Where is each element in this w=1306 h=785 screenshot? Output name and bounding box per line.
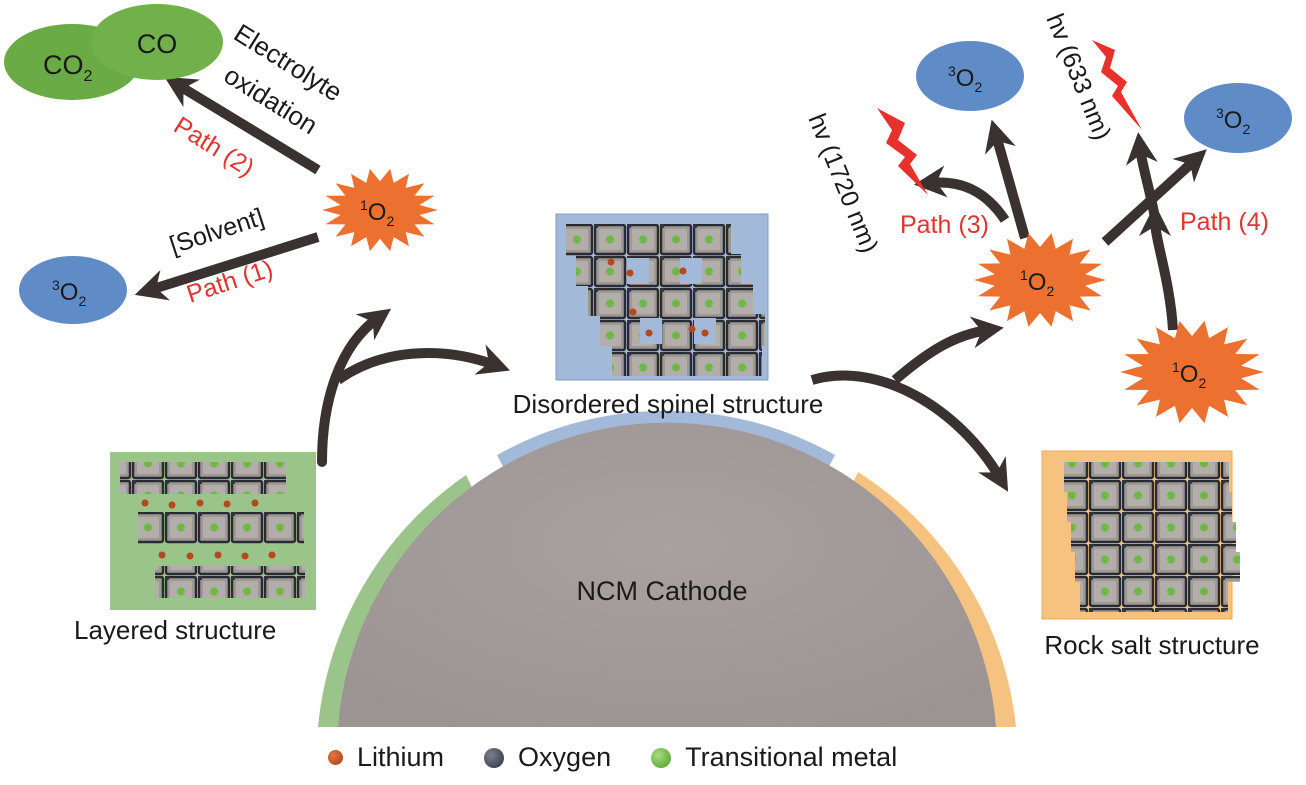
legend-label: Transitional metal: [685, 742, 898, 772]
oxygen-dot-icon: [484, 747, 505, 768]
hv1720-label: hv (1720 nm): [802, 110, 883, 257]
legend-label: Oxygen: [518, 742, 612, 772]
arrow-spinel-to-rocksalt: [810, 370, 1009, 492]
cathode-label: NCM Cathode: [576, 576, 747, 606]
transition-arrows: [134, 76, 1207, 492]
svg-text:3O2: 3O2: [52, 277, 86, 309]
singlet-oxygen-label: 1O2: [1020, 267, 1054, 299]
path4-label: Path (4): [1180, 208, 1269, 236]
arrow-singlet-to-triplet-1: [134, 232, 320, 301]
singlet-oxygen-bottom: 1O2: [1120, 320, 1264, 424]
arrow-to-light-4: [1125, 132, 1160, 219]
arrow-singlet2-up: [1139, 204, 1178, 331]
co-label: CO: [137, 29, 178, 59]
arrow-layered-to-spinel: [335, 344, 511, 385]
spinel-arc: [497, 410, 835, 480]
starburst-shape: [1120, 320, 1264, 424]
starburst-shape: [974, 233, 1106, 327]
lithium-dot-icon: [328, 750, 343, 765]
lightning-icon-633: [1092, 40, 1142, 130]
triplet-oxygen-top: 3O2: [916, 41, 1024, 111]
arrow-singlet-to-light-3: [914, 165, 1010, 223]
singlet-oxygen-center: 1O2: [974, 233, 1106, 327]
co-bubble: CO: [91, 4, 223, 80]
legend-item-oxygen: Oxygen: [484, 742, 611, 773]
co2-label: CO2: [43, 50, 93, 85]
singlet-oxygen-label: 1O2: [1172, 359, 1206, 391]
legend-label: Lithium: [357, 742, 445, 772]
layered-structure: Layered structure: [74, 452, 316, 645]
rocksalt-label: Rock salt structure: [1044, 630, 1259, 660]
legend-item-lithium: Lithium: [328, 742, 444, 773]
legend: Lithium Oxygen Transitional metal: [328, 742, 937, 773]
rocksalt-structure: Rock salt structure: [1041, 450, 1260, 660]
spinel-label: Disordered spinel structure: [513, 389, 824, 419]
arrow-singlet-to-triplet-3: [984, 119, 1030, 240]
legend-item-metal: Transitional metal: [651, 742, 897, 773]
path3-label: Path (3): [900, 211, 989, 239]
arrow-to-singlet-right: [891, 316, 1004, 384]
starburst-shape: [322, 168, 438, 252]
spinel-structure: Disordered spinel structure: [513, 213, 824, 419]
arrow-singlet-to-co: [164, 76, 321, 175]
singlet-oxygen-left: 1O2: [322, 168, 438, 252]
svg-text:3O2: 3O2: [948, 63, 982, 95]
arrow-layered-to-singlet: [317, 308, 392, 467]
hv633-label: hv (633 nm): [1040, 10, 1116, 144]
solvent-label: [Solvent]: [166, 203, 267, 260]
triplet-oxygen-left: 3O2: [19, 256, 127, 324]
lightning-icon-1720: [877, 108, 928, 195]
singlet-oxygen-label: 1O2: [360, 197, 394, 229]
layered-label: Layered structure: [74, 615, 276, 645]
svg-text:3O2: 3O2: [1216, 105, 1250, 137]
triplet-oxygen-right: 3O2: [1184, 83, 1292, 153]
cathode-shape: [338, 422, 996, 727]
metal-dot-icon: [651, 747, 672, 768]
cathode-group: NCM Cathode: [318, 410, 1016, 727]
